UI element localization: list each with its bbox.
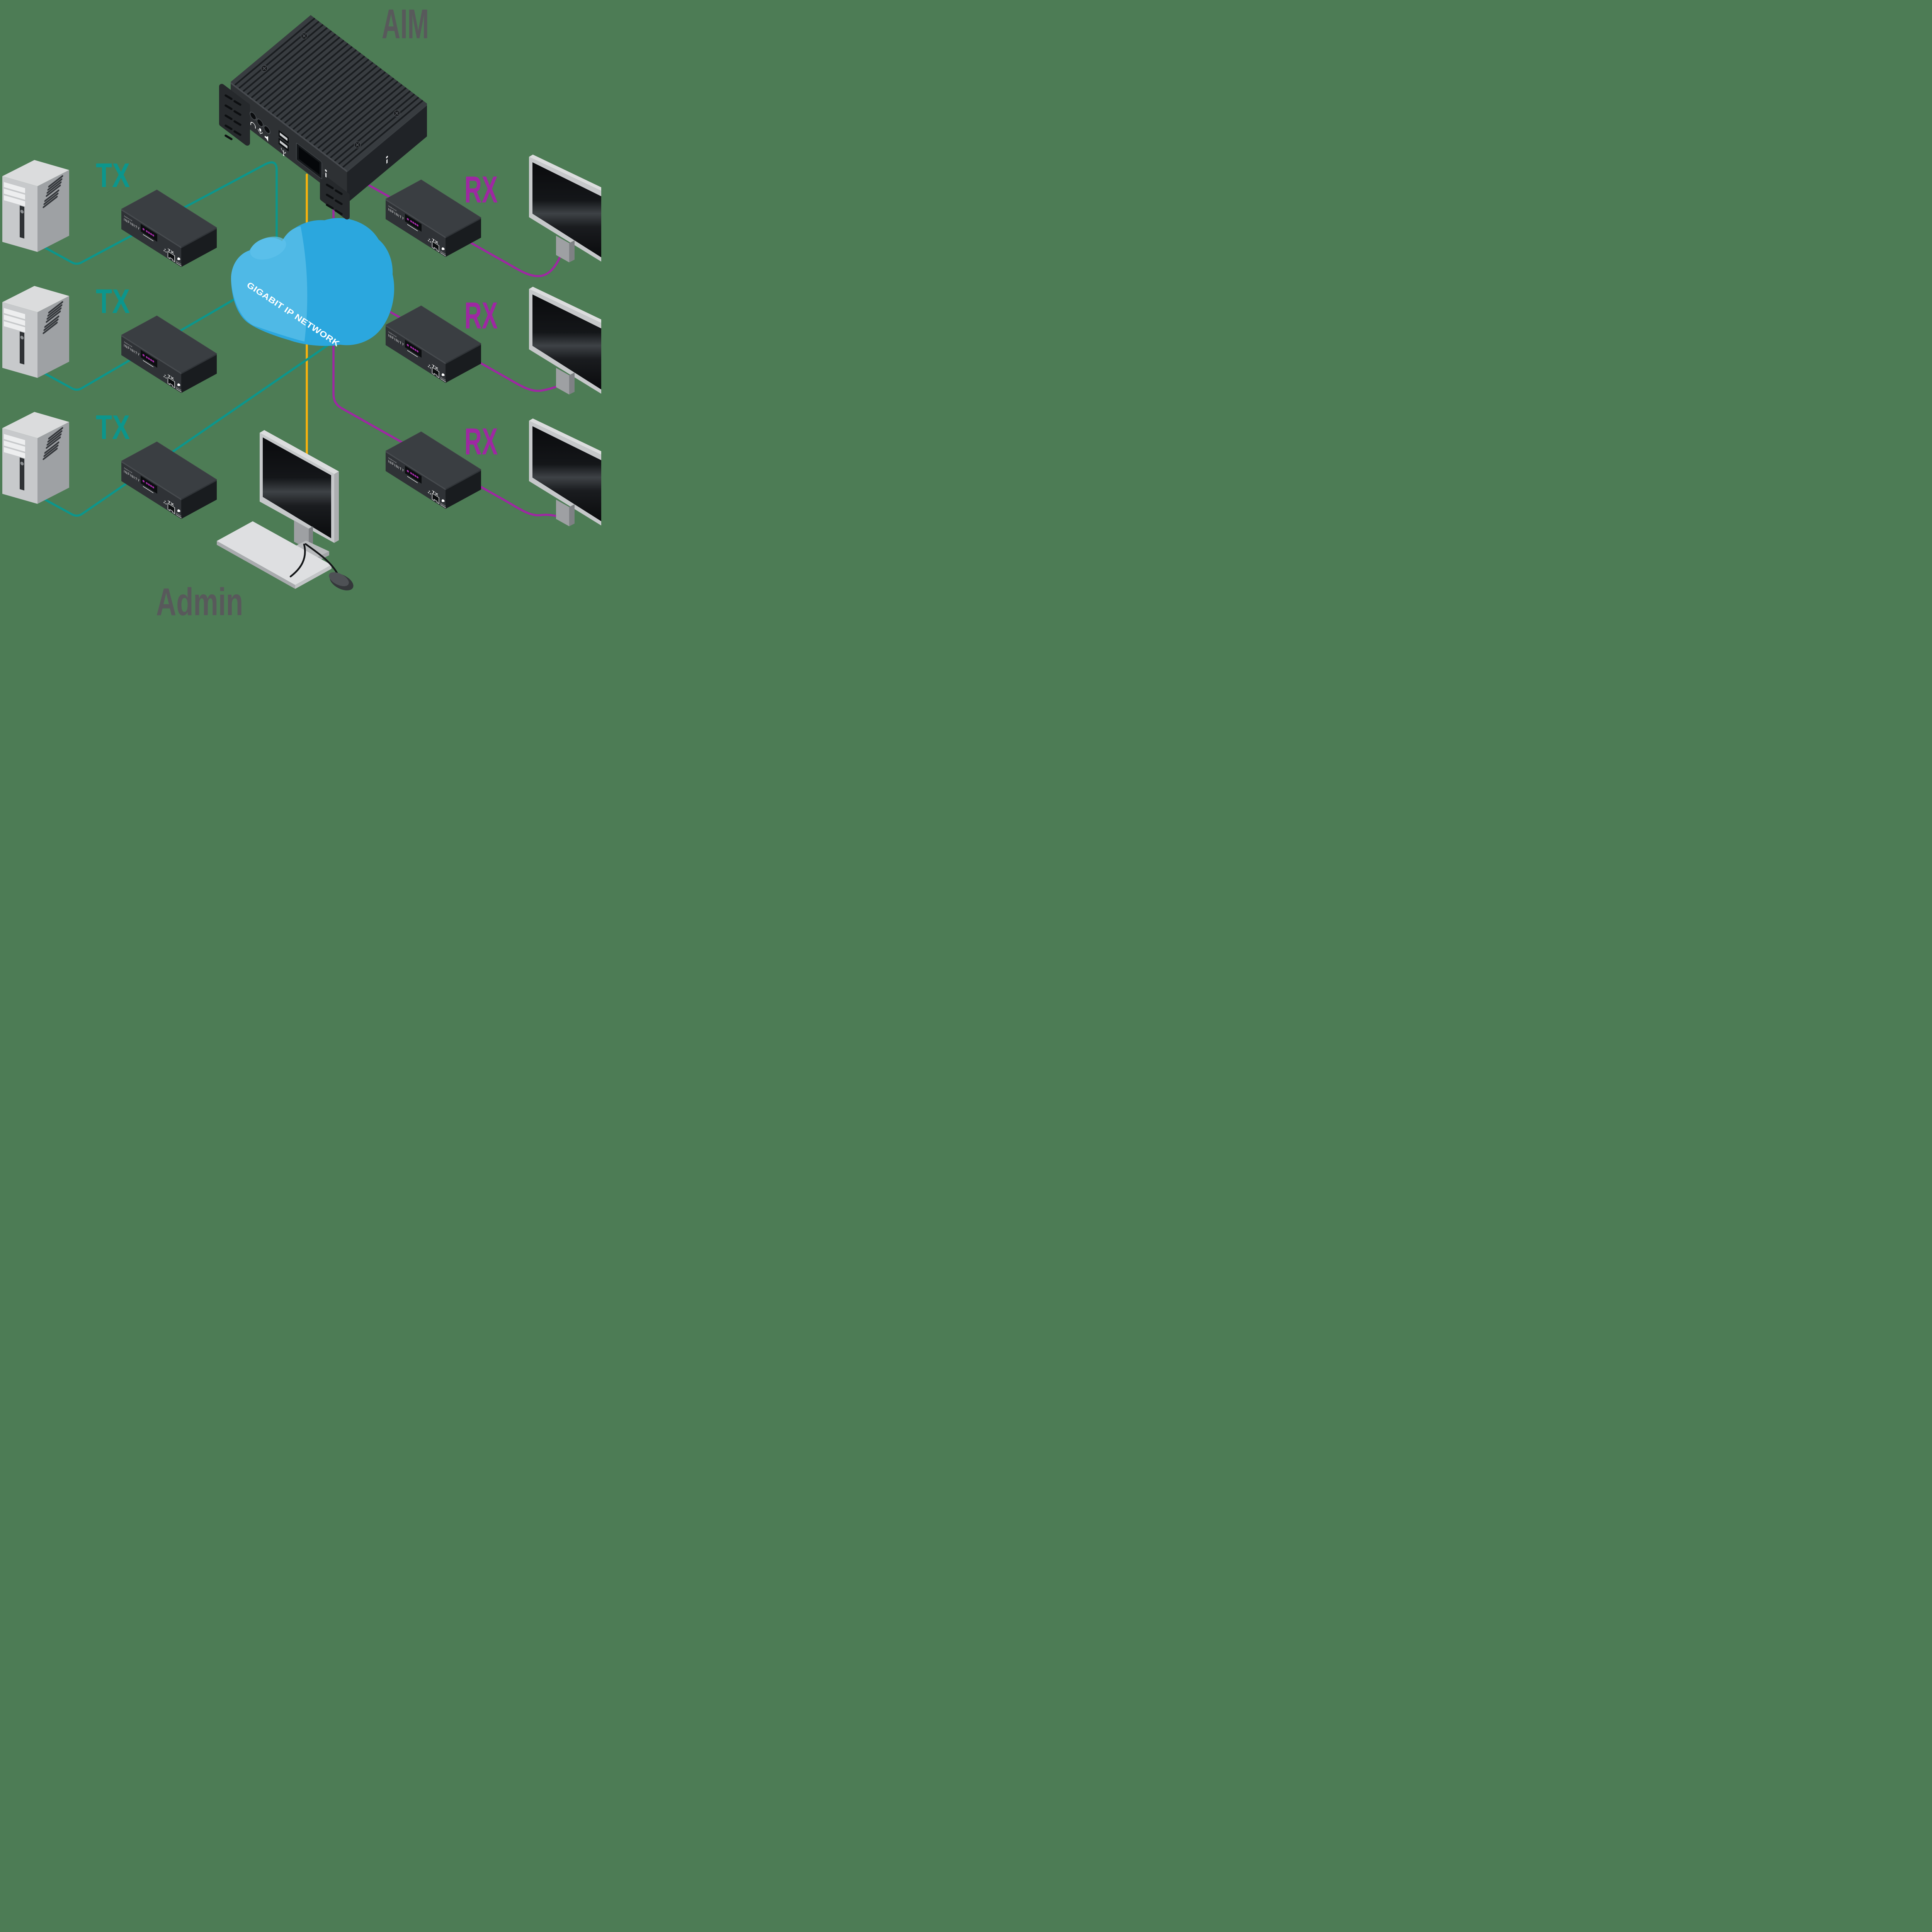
chassis-screws (261, 32, 400, 148)
admin-label: Admin (156, 580, 243, 617)
admin-monitor-screen (263, 437, 331, 538)
rx-label-3: RX (464, 420, 498, 463)
network-diagram: AdderLink INFINITY TX ADDER (0, 0, 601, 617)
rx-label-2: RX (464, 294, 498, 337)
vent-grille-left (219, 84, 250, 146)
vent-slots-right (326, 184, 343, 215)
mic-icon (258, 128, 263, 134)
rx-label-1: RX (464, 168, 498, 211)
admin-keyboard (217, 521, 332, 589)
pc-tower-3 (2, 412, 69, 504)
aim-server (219, 15, 427, 219)
pc-tower-1 (2, 160, 69, 252)
tx-label-2: TX (96, 282, 130, 320)
diagram-stage: AdderLink INFINITY TX ADDER (0, 0, 601, 617)
usb-icon (281, 148, 286, 156)
usb-ports (279, 130, 289, 152)
aim-label: AIM (382, 0, 429, 47)
cable-tx-2 (38, 291, 248, 391)
headphone-icon (250, 122, 256, 129)
gigabit-network-cloud: GIGABIT IP NETWORK (231, 218, 395, 349)
lcd-display (296, 143, 322, 179)
cable-rx-2 (372, 301, 562, 392)
pc-tower-2 (2, 286, 69, 378)
audio-jacks (250, 111, 270, 134)
vent-slots-left (224, 94, 242, 140)
front-logo (325, 169, 327, 178)
side-logo (386, 156, 388, 164)
admin-mouse (329, 572, 354, 590)
tx-label-3: TX (96, 408, 130, 446)
cable-tx-3 (38, 339, 337, 517)
admin-station (217, 430, 354, 590)
peripheral-cables (289, 543, 339, 578)
cable-rx-3 (332, 345, 562, 518)
cooling-fins (234, 17, 423, 168)
tx-label-1: TX (96, 156, 130, 194)
admin-monitor (260, 430, 339, 561)
